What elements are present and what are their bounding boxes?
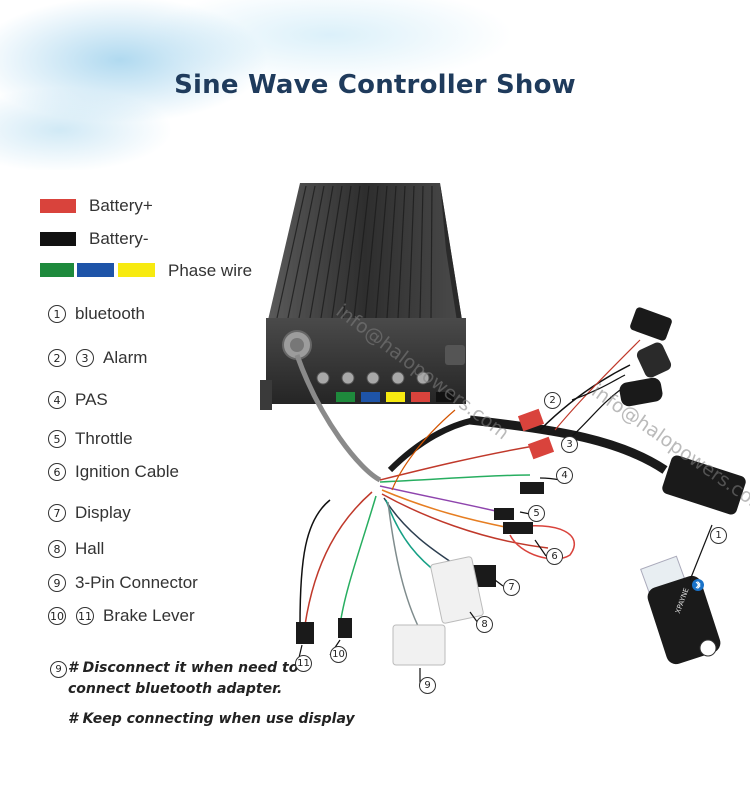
item-label: Display [75,503,131,522]
battery-minus-swatch [40,232,76,246]
callout-11: 11 [295,655,312,672]
list-item-alarm: 2 3 Alarm [48,346,147,370]
page-title: Sine Wave Controller Show [174,70,576,100]
callout-1: 1 [710,527,727,544]
callout-10: 10 [330,646,347,663]
number-badge: 7 [48,504,66,522]
number-badge: 8 [48,540,66,558]
bluetooth-adapter [640,555,721,665]
legend-phase-wire: Phase wire [168,261,253,280]
item-label: Alarm [103,348,148,367]
item-label: 3-Pin Connector [75,573,198,592]
legend-battery-plus: Battery+ [89,196,153,215]
list-item-3-pin-connector: 9 3-Pin Connector [48,571,198,595]
callout-8: 8 [476,616,493,633]
callout-9: 9 [419,677,436,694]
callout-6: 6 [546,548,563,565]
callout-3: 3 [561,436,578,453]
number-badge: 10 [48,607,66,625]
item-label: Hall [75,539,105,558]
alarm-remote [619,307,672,407]
callout-2: 2 [544,392,561,409]
list-item-throttle: 5 Throttle [48,427,133,451]
phase-blue-swatch [77,263,114,277]
list-item-bluetooth: 1 bluetooth [48,302,145,326]
connectors [296,408,746,666]
callout-5: 5 [528,505,545,522]
item-label: Brake Lever [103,606,195,625]
number-badge: 5 [48,430,66,448]
note-line-3: # Keep connecting when use display [68,711,355,727]
number-badge: 3 [76,349,94,367]
list-item-brake-lever: 10 11 Brake Lever [48,604,195,628]
note-line-2: connect bluetooth adapter. [68,681,283,697]
number-badge: 2 [48,349,66,367]
number-badge: 6 [48,463,66,481]
callout-7: 7 [503,579,520,596]
header-background [0,0,750,170]
list-item-display: 7 Display [48,501,131,525]
callout-4: 4 [556,467,573,484]
note-line-1: # Disconnect it when need to [68,660,299,676]
item-label: PAS [75,390,108,409]
number-badge: 9 [48,574,66,592]
battery-plus-swatch [40,199,76,213]
number-badge: 4 [48,391,66,409]
list-item-pas: 4 PAS [48,388,108,412]
item-label: Ignition Cable [75,462,179,481]
number-badge: 11 [76,607,94,625]
item-label: Throttle [75,429,133,448]
legend-battery-minus: Battery- [89,229,149,248]
wire-harness [294,339,668,631]
list-item-hall: 8 Hall [48,537,104,561]
list-item-ignition-cable: 6 Ignition Cable [48,460,179,484]
item-label: bluetooth [75,304,145,323]
phase-green-swatch [40,263,74,277]
number-badge: 1 [48,305,66,323]
phase-yellow-swatch [118,263,155,277]
note-number-badge: 9 [50,661,67,678]
